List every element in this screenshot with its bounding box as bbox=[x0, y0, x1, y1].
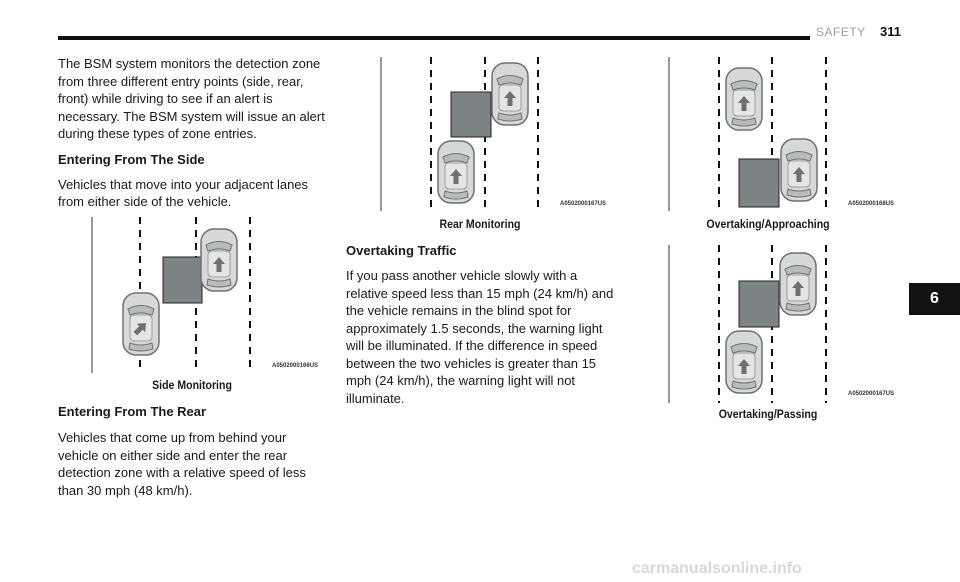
watermark: carmanualsonline.info bbox=[632, 560, 802, 577]
vehicle bbox=[491, 62, 529, 126]
caption-side-monitoring: Side Monitoring bbox=[152, 378, 232, 392]
header-rule bbox=[58, 36, 810, 40]
vehicle bbox=[725, 67, 763, 131]
detection-zone bbox=[738, 158, 780, 208]
figure-code: A0502000167US bbox=[848, 391, 895, 397]
vehicle bbox=[779, 252, 817, 316]
intro-paragraph: The BSM system monitors the detection zo… bbox=[58, 56, 325, 141]
figure-code: A0502000167US bbox=[560, 201, 607, 207]
figure-overtaking-approaching: A0502000168US bbox=[668, 57, 904, 211]
side-heading: Entering From The Side bbox=[58, 151, 205, 167]
vehicle bbox=[780, 138, 818, 202]
overtaking-section: Overtaking Traffic If you pass another v… bbox=[346, 243, 618, 407]
overtaking-heading: Overtaking Traffic bbox=[346, 243, 457, 258]
vehicle bbox=[725, 330, 763, 394]
side-paragraph: Vehicles that move into your adjacent la… bbox=[58, 176, 309, 210]
figure-code: A0502000166US bbox=[272, 363, 319, 369]
detection-zone bbox=[162, 256, 203, 304]
overtaking-paragraph: If you pass another vehicle slowly with … bbox=[346, 268, 614, 406]
figure-rear-monitoring: A0502000167US bbox=[380, 57, 616, 211]
left-column: The BSM system monitors the detection zo… bbox=[58, 55, 328, 211]
rear-section: Entering From The Rear Vehicles that com… bbox=[58, 404, 328, 499]
page-number: 311 bbox=[880, 24, 901, 39]
header-section-title: SAFETY bbox=[816, 25, 866, 39]
figure-code: A0502000168US bbox=[848, 201, 895, 207]
vehicle bbox=[437, 140, 475, 204]
detection-zone bbox=[450, 91, 492, 138]
chapter-tab: 6 bbox=[909, 283, 960, 315]
vehicle bbox=[200, 228, 238, 292]
detection-zone bbox=[738, 280, 780, 328]
rear-paragraph: Vehicles that come up from behind your v… bbox=[58, 430, 306, 498]
caption-overtaking-passing: Overtaking/Passing bbox=[718, 407, 818, 421]
rear-heading: Entering From The Rear bbox=[58, 404, 207, 419]
caption-overtaking-approaching: Overtaking/Approaching bbox=[706, 217, 830, 231]
caption-rear-monitoring: Rear Monitoring bbox=[439, 217, 521, 231]
vehicle bbox=[122, 292, 160, 356]
figure-side-monitoring: A0502000166US bbox=[90, 217, 330, 373]
figure-overtaking-passing: A0502000167US bbox=[668, 245, 904, 403]
